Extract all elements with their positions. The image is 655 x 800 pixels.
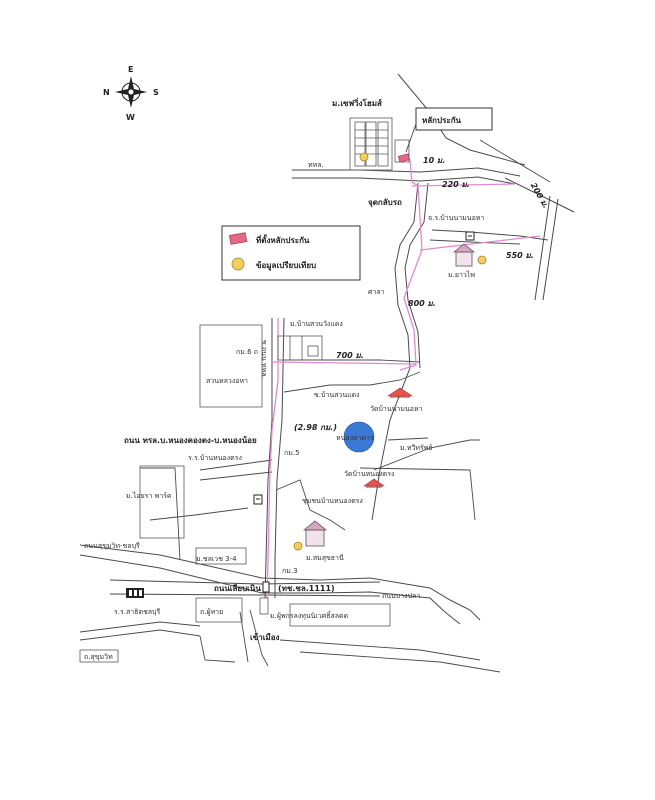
label-village-top: ม.เซฟวิ่งโฮมส์ — [332, 97, 382, 108]
legend-collateral-label: ที่ตั้งหลักประกัน — [256, 234, 310, 245]
label-road-right-end: ถนนบางปลา — [382, 592, 420, 600]
temple-icon — [387, 387, 413, 398]
legend: ที่ตั้งหลักประกัน ข้อมูลเปรียบเทียบ — [221, 225, 361, 281]
compass-rose-icon — [115, 76, 147, 108]
comparison-marker-bottom — [293, 541, 303, 551]
distance-total: (2.98 กม.) — [294, 423, 337, 432]
distance-700m: 700 ม. — [336, 351, 364, 360]
pond — [343, 421, 375, 453]
compass-left-letter: N — [103, 88, 110, 97]
label-village-center: ม.บ้านสวนวังแดง — [290, 320, 343, 328]
label-school-bottom: ร.ร.สาธิตชลบุรี — [114, 608, 160, 616]
label-road-vertical: ซ.ถนน ทหล. — [260, 340, 268, 379]
collateral-marker — [397, 153, 411, 163]
school-mid-icon — [253, 494, 263, 505]
temple-mid-icon — [363, 478, 385, 488]
label-village-bottom-left: ม.ชลเวช 3-4 — [196, 555, 237, 563]
label-office: สวนหลวงอหา — [206, 377, 248, 385]
school-top-icon — [465, 231, 475, 241]
distance-800m: 800 ม. — [408, 299, 436, 308]
label-village-pond-right: ม.ทวีทรัพย์ — [400, 444, 432, 452]
label-cluster-bottom: ถ.ผู้ทาย — [200, 608, 223, 616]
legend-comparison-label: ข้อมูลเปรียบเทียบ — [256, 260, 316, 271]
label-pond: หนองตาคาร — [336, 434, 374, 442]
label-main-road-code: (ทช.ชล.1111) — [278, 584, 335, 593]
label-road-left: ถนนสุขุมวิท-ชลบุรี — [84, 542, 140, 550]
compass-top-letter: E — [128, 65, 133, 74]
label-bottom-road: เข้าเมือง — [250, 632, 280, 642]
label-main-road: ถนนเลียบเนิน — [214, 583, 261, 593]
label-km5: กม.5 — [284, 449, 300, 457]
label-u-turn: จุดกลับรถ — [368, 198, 402, 208]
compass-right-letter: S — [153, 88, 159, 97]
label-temple-mid: วัดบ้านหนองตรง — [344, 470, 394, 478]
label-rd-block: กม.6 ถ — [236, 348, 258, 356]
comparison-marker-right — [477, 255, 487, 265]
label-road-top-left: ทหล. — [308, 161, 324, 169]
school-bottom-icon — [126, 588, 144, 598]
callout-label: หลักประกัน — [422, 116, 462, 125]
label-school-mid: ร.ร.บ้านหนองตรง — [188, 454, 242, 462]
label-school-top: จ.ร.บ้านนามนอหา — [428, 214, 484, 222]
label-village-bottom-right: ม.ผู้พกรลงทุนนิเวศธิ์สลดด — [270, 610, 348, 620]
legend-collateral-swatch — [228, 232, 248, 245]
label-road-mid: ซ.บ้านสวนแดง — [314, 391, 360, 399]
village-right-icon — [452, 243, 476, 267]
label-community: ชุมชนบ้านหนองตรง — [302, 497, 363, 505]
distance-220m: 220 ม. — [442, 180, 470, 189]
distance-10m: 10 ม. — [423, 156, 445, 165]
main-road-marker-icon — [262, 581, 270, 593]
distance-550m: 550 ม. — [506, 251, 534, 260]
label-village-left: ม.ไอยรา พาร์ค — [126, 491, 172, 500]
collateral-callout — [415, 107, 493, 131]
label-km3: กม.3 — [282, 567, 298, 575]
distance-200m: 200 ม. — [529, 181, 551, 210]
village-top-block — [349, 117, 410, 171]
route-path — [266, 159, 541, 599]
label-bottom-left-sign: ถ.สุขุมวิท — [84, 653, 113, 661]
village-bottom-icon — [302, 520, 328, 547]
label-village-right: ม.ยาวไพ — [448, 270, 475, 279]
compass-bottom-letter: W — [126, 113, 135, 122]
label-temple: วัดบ้านนามนอหา — [370, 405, 423, 413]
road-network — [79, 73, 575, 673]
label-sala: ศาลา — [368, 288, 385, 296]
comparison-marker-top — [359, 152, 369, 162]
label-road-sign: ถนน ทรล.บ.หนองคองตง-บ.หนองน้อย — [124, 435, 257, 445]
land-parcels — [79, 324, 391, 663]
label-village-bottom: ม.สมสุขธานี — [306, 554, 344, 562]
legend-comparison-swatch — [231, 257, 245, 271]
